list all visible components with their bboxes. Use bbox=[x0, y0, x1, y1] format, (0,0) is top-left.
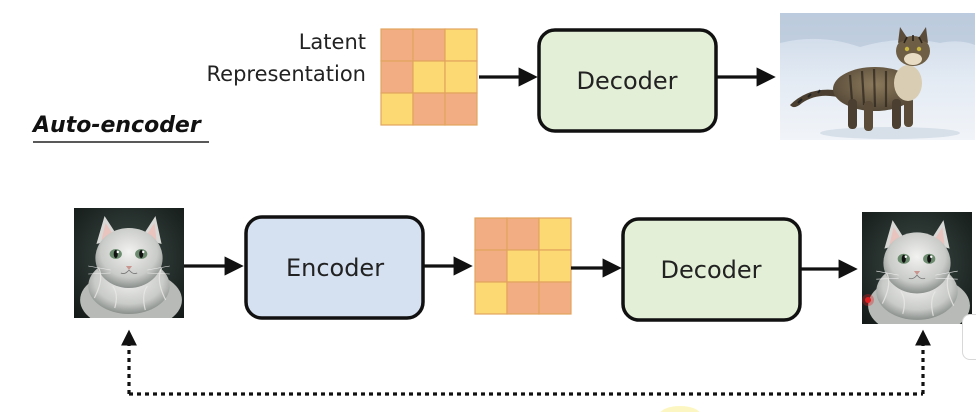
section-title: Auto-encoder bbox=[31, 113, 202, 138]
decoder-box-bottom: Decoder bbox=[621, 217, 802, 322]
latent-top-cell-0-2 bbox=[444, 28, 478, 62]
generated-cat-image bbox=[780, 13, 975, 140]
latent-grid-top bbox=[380, 28, 478, 126]
latent-bottom-cell-0-0 bbox=[474, 217, 508, 251]
decoder-label-bottom: Decoder bbox=[661, 256, 762, 284]
latent-bottom-cell-1-2 bbox=[538, 249, 572, 283]
latent-label-line2: Representation bbox=[207, 62, 367, 86]
latent-label-line1: Latent bbox=[299, 30, 366, 54]
scrollbar-thumb[interactable] bbox=[962, 314, 976, 360]
latent-top-cell-0-0 bbox=[380, 28, 414, 62]
latent-top-cell-1-1 bbox=[412, 60, 446, 94]
latent-grid-bottom bbox=[474, 217, 572, 315]
decoder-label-top: Decoder bbox=[577, 67, 678, 95]
latent-top-cell-1-0 bbox=[380, 60, 414, 94]
latent-top-cell-0-1 bbox=[412, 28, 446, 62]
latent-bottom-cell-1-1 bbox=[506, 249, 540, 283]
latent-top-cell-2-1 bbox=[412, 92, 446, 126]
latent-bottom-cell-0-2 bbox=[538, 217, 572, 251]
reconstructed-cat-image bbox=[862, 212, 972, 324]
latent-bottom-cell-1-0 bbox=[474, 249, 508, 283]
reconstruction-loss-loop bbox=[121, 329, 931, 396]
latent-bottom-cell-2-1 bbox=[506, 281, 540, 315]
encoder-box: Encoder bbox=[244, 215, 425, 320]
latent-bottom-cell-0-1 bbox=[506, 217, 540, 251]
latent-top-cell-2-2 bbox=[444, 92, 478, 126]
decoder-box-top: Decoder bbox=[537, 28, 718, 133]
pointer-dot bbox=[862, 294, 874, 306]
input-cat-image bbox=[74, 208, 184, 318]
latent-bottom-cell-2-0 bbox=[474, 281, 508, 315]
latent-top-cell-1-2 bbox=[444, 60, 478, 94]
latent-top-cell-2-0 bbox=[380, 92, 414, 126]
encoder-label: Encoder bbox=[286, 254, 384, 282]
cursor-highlight bbox=[660, 406, 700, 412]
latent-bottom-cell-2-2 bbox=[538, 281, 572, 315]
